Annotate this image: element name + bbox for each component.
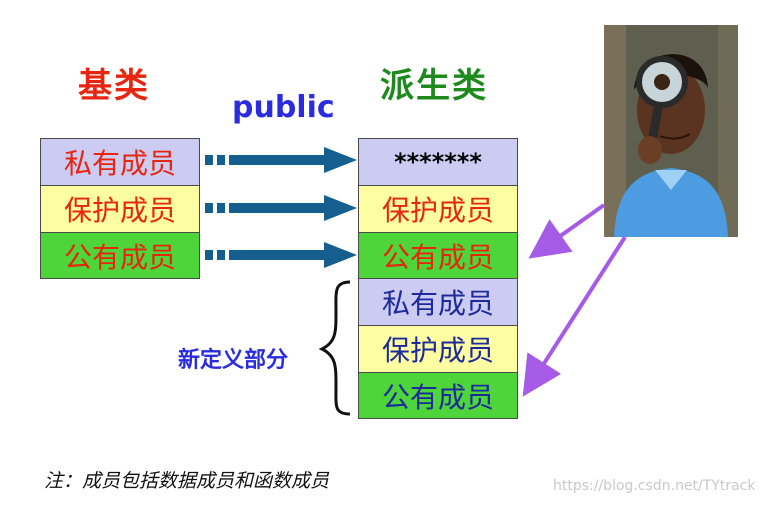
base-public-member: 公有成员 [40, 232, 200, 279]
inheritance-keyword: public [232, 90, 335, 125]
inheritance-arrow-private [205, 147, 357, 173]
base-protected-member: 保护成员 [40, 185, 200, 233]
derived-class-title: 派生类 [380, 66, 488, 106]
base-class-title: 基类 [78, 66, 150, 106]
access-arrow-inherited-public [528, 203, 606, 259]
watermark: https://blog.csdn.net/TYtrack [553, 478, 756, 494]
derived-new-private-member: 私有成员 [358, 278, 518, 326]
derived-new-public-member: 公有成员 [358, 372, 518, 419]
inheritance-arrow-public [205, 242, 357, 268]
access-arrow-new-public [522, 235, 627, 397]
inheritance-arrow-protected [205, 195, 357, 221]
observer-photo [604, 25, 738, 237]
new-part-brace [318, 280, 351, 416]
derived-inherited-protected-member: 保护成员 [358, 185, 518, 233]
new-part-label: 新定义部分 [178, 348, 289, 373]
derived-inaccessible-member: ******* [358, 138, 518, 186]
footnote: 注：成员包括数据成员和函数成员 [44, 470, 330, 492]
